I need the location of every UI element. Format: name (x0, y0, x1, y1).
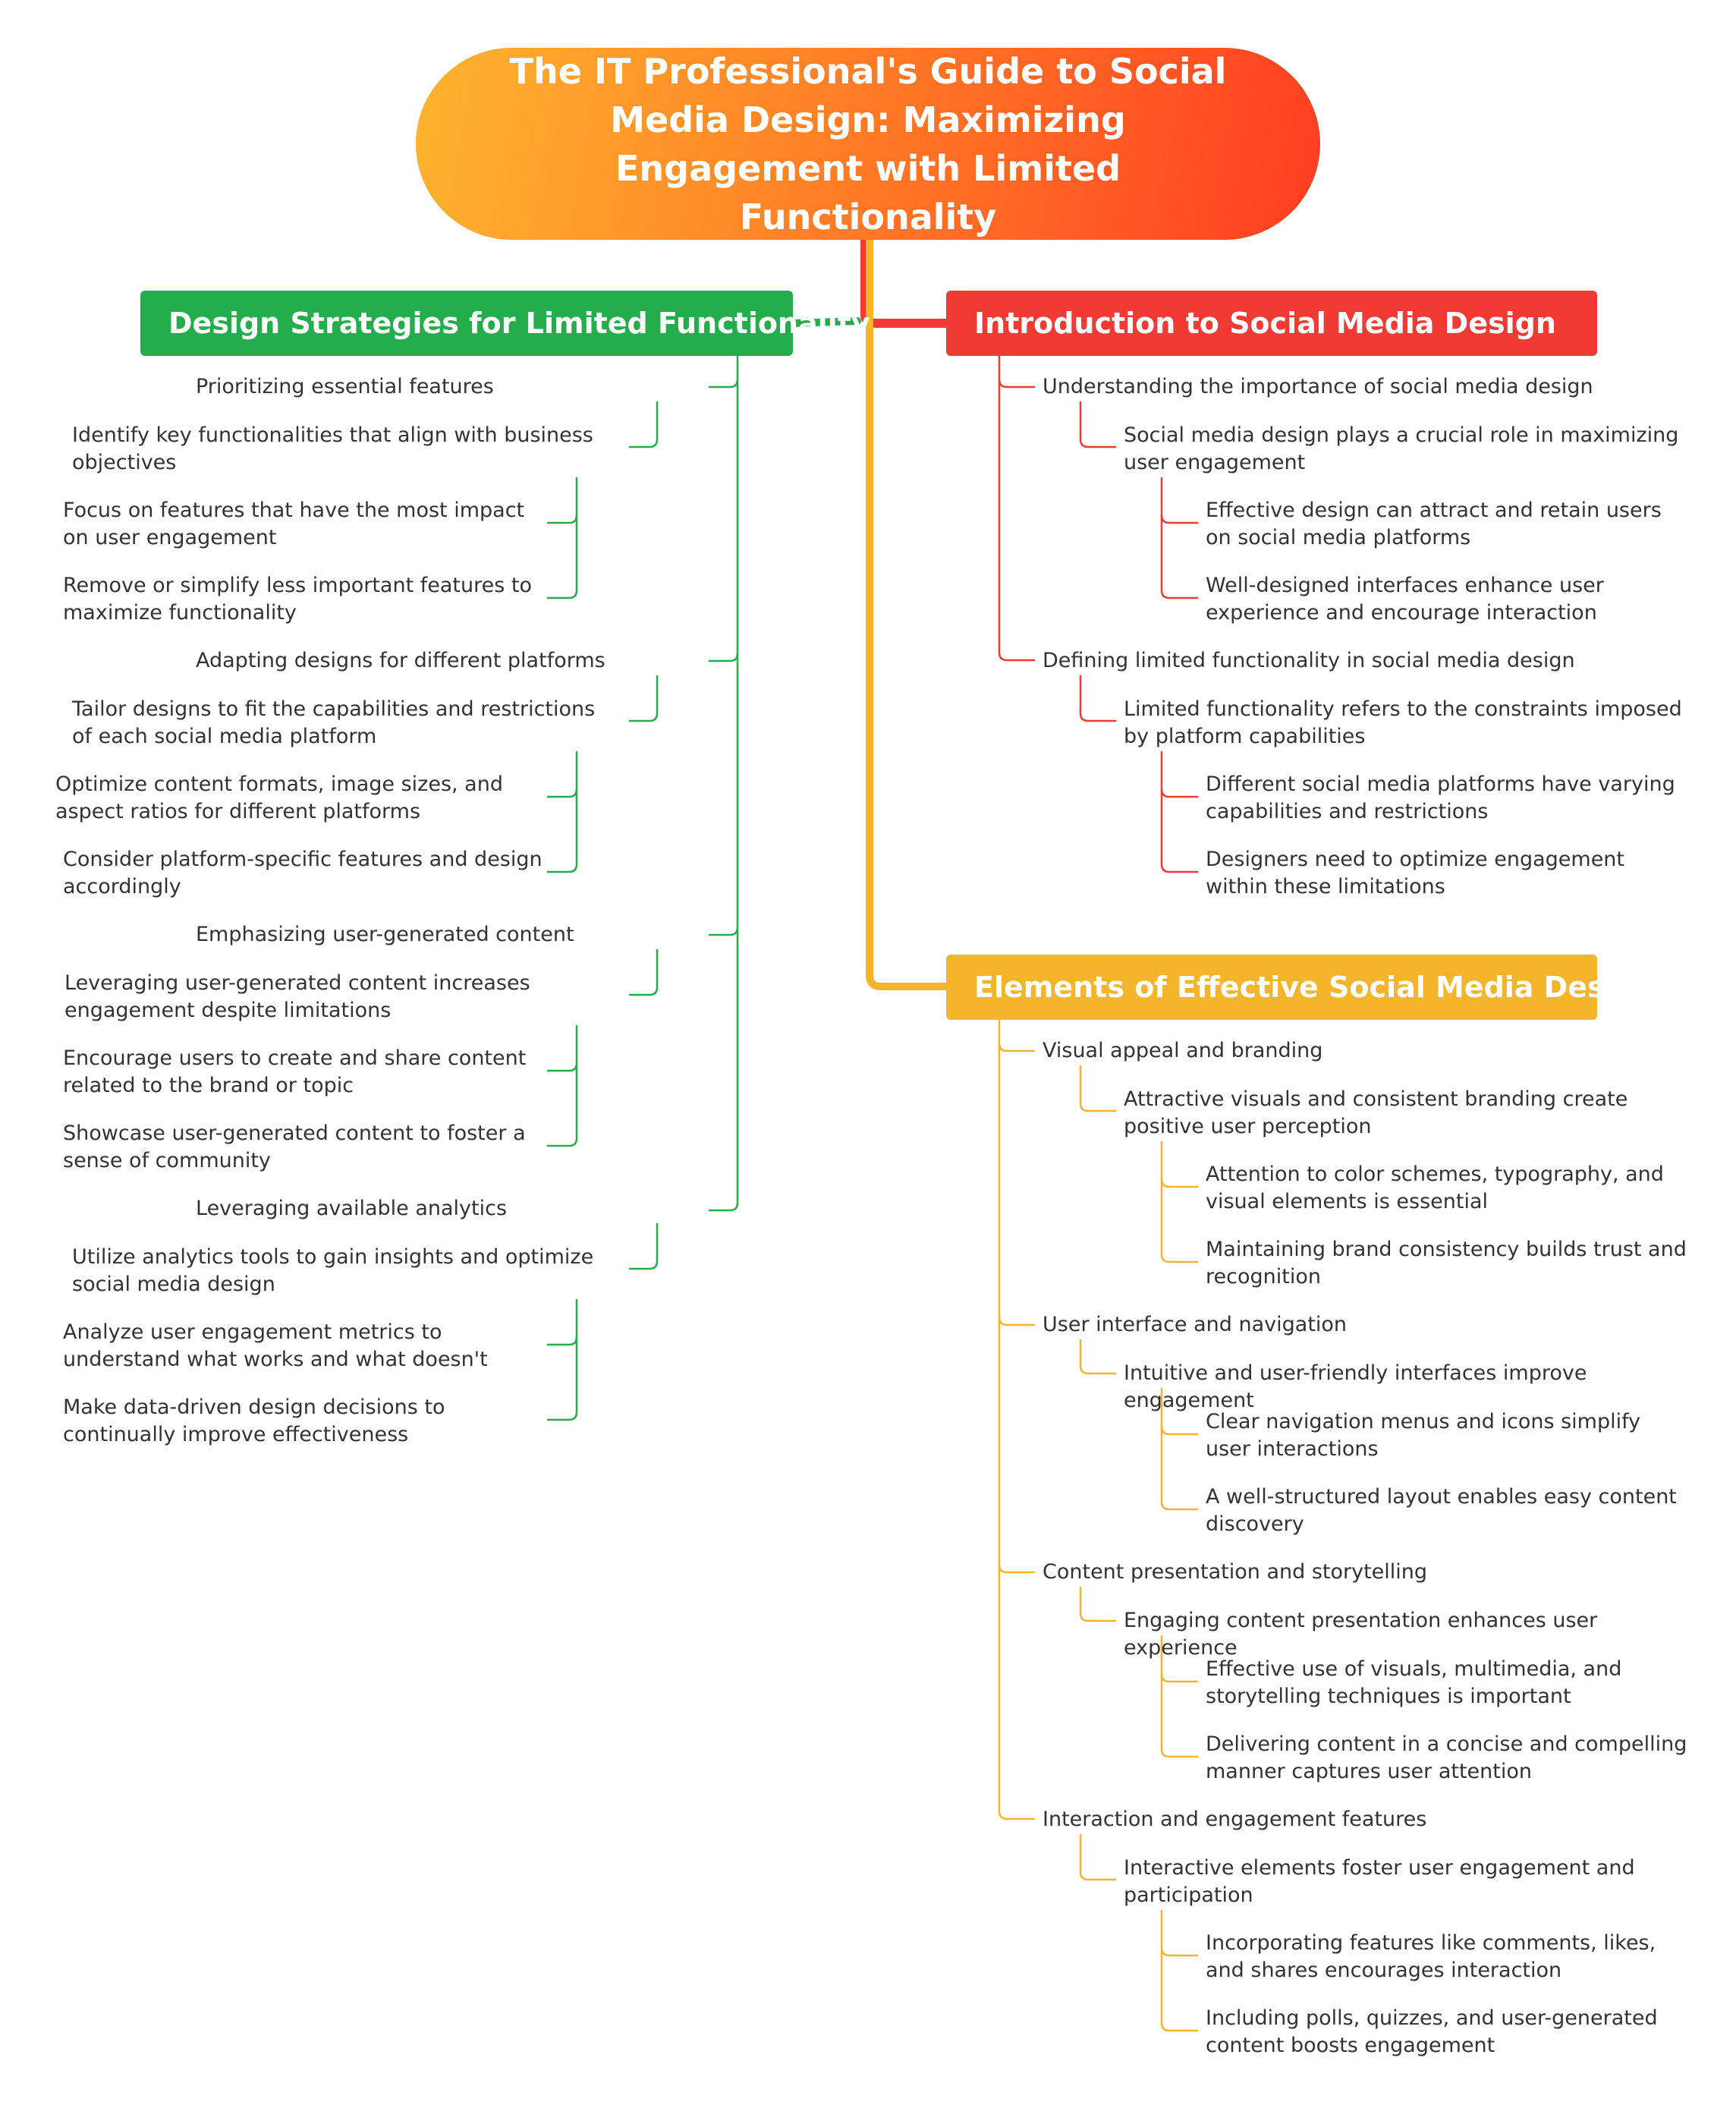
connector-elements-topic (998, 1042, 1036, 1052)
connector-elements-sub (1079, 1339, 1117, 1375)
subtopic-node[interactable]: Social media design plays a crucial role… (1124, 423, 1679, 474)
topic-node[interactable]: Visual appeal and branding (1043, 1039, 1323, 1062)
connector-elements-detail (1160, 1178, 1199, 1188)
connector-root-elements (866, 236, 950, 990)
connector-elements-topic (998, 1563, 1036, 1574)
detail-node[interactable]: Effective design can attract and retain … (1206, 499, 1662, 549)
detail-node[interactable]: Different social media platforms have va… (1206, 772, 1675, 823)
detail-node[interactable]: Make data-driven design decisions to con… (63, 1395, 445, 1446)
subtopic-node[interactable]: Engaging content presentation enhances u… (1124, 1609, 1598, 1660)
connector-intro-sub (1079, 675, 1117, 722)
connector-design-detail-trunk (546, 477, 578, 599)
connector-elements-detail (1160, 1425, 1199, 1436)
connector-intro-detail-trunk (1160, 477, 1199, 599)
connector-design-detail-trunk (546, 1024, 578, 1147)
connector-design-sub (628, 949, 659, 996)
connector-design-topic (708, 652, 739, 662)
connector-intro-topic (998, 378, 1036, 389)
topic-node[interactable]: User interface and navigation (1043, 1313, 1348, 1336)
branch-introduction-label: Introduction to Social Media Design (974, 307, 1556, 340)
detail-node[interactable]: Delivering content in a concise and comp… (1206, 1732, 1687, 1783)
connector-elements-topic (998, 1316, 1036, 1326)
detail-node[interactable]: Including polls, quizzes, and user-gener… (1206, 2006, 1658, 2057)
connector-design-detail-trunk (546, 750, 578, 873)
connector-intro-sub (1079, 401, 1117, 448)
connector-design-detail (546, 1336, 578, 1346)
connector-design-trunk (708, 354, 739, 1212)
connector-design-sub (628, 675, 659, 722)
subtopic-node[interactable]: Interactive elements foster user engagem… (1124, 1856, 1635, 1907)
branch-elements[interactable]: Elements of Effective Social Media Desig… (946, 955, 1656, 1020)
topic-node[interactable]: Understanding the importance of social m… (1043, 375, 1593, 398)
connector-elements-detail-trunk (1160, 1635, 1199, 1758)
connector-intro-detail-trunk (1160, 750, 1199, 873)
subtopic-node[interactable]: Leveraging user-generated content increa… (64, 971, 530, 1022)
detail-node[interactable]: Maintaining brand consistency builds tru… (1206, 1238, 1687, 1288)
connector-intro-detail (1160, 514, 1199, 524)
connector-elements-sub (1079, 1586, 1117, 1622)
detail-node[interactable]: Effective use of visuals, multimedia, an… (1206, 1657, 1622, 1708)
connector-root-intro (860, 235, 951, 328)
detail-node[interactable]: Consider platform-specific features and … (63, 848, 542, 898)
branch-introduction[interactable]: Introduction to Social Media Design (946, 291, 1597, 356)
connector-design-sub (628, 1222, 659, 1270)
connector-elements-sub (1079, 1065, 1117, 1112)
topic-node[interactable]: Emphasizing user-generated content (196, 923, 574, 946)
detail-node[interactable]: Remove or simplify less important featur… (63, 574, 532, 625)
root-topic[interactable]: The IT Professional's Guide to Social Me… (416, 48, 1320, 240)
connector-elements-sub (1079, 1833, 1117, 1881)
subtopic-node[interactable]: Tailor designs to fit the capabilities a… (72, 697, 596, 748)
branch-design-strategies-label: Design Strategies for Limited Functional… (168, 307, 870, 340)
topic-node[interactable]: Leveraging available analytics (196, 1197, 508, 1220)
topic-node[interactable]: Prioritizing essential features (196, 375, 494, 398)
detail-node[interactable]: Focus on features that have the most imp… (63, 499, 525, 549)
detail-node[interactable]: Attention to color schemes, typography, … (1206, 1163, 1664, 1213)
connector-design-detail (546, 788, 578, 798)
connector-elements-detail (1160, 1946, 1199, 1957)
detail-node[interactable]: Optimize content formats, image sizes, a… (55, 772, 503, 823)
topic-node[interactable]: Interaction and engagement features (1043, 1808, 1427, 1831)
connector-intro-detail (1160, 788, 1199, 798)
connector-design-detail (546, 514, 578, 524)
subtopic-node[interactable]: Intuitive and user-friendly interfaces i… (1124, 1361, 1587, 1412)
connector-elements-trunk (998, 1018, 1036, 1820)
connector-elements-detail-trunk (1160, 1387, 1199, 1511)
topic-node[interactable]: Content presentation and storytelling (1043, 1560, 1428, 1584)
connector-design-topic (708, 926, 739, 936)
branch-elements-label: Elements of Effective Social Media Desig… (974, 971, 1656, 1004)
connector-design-topic (708, 378, 739, 389)
detail-node[interactable]: Well-designed interfaces enhance user ex… (1206, 574, 1604, 625)
detail-node[interactable]: A well-structured layout enables easy co… (1206, 1485, 1677, 1536)
connector-design-sub (628, 401, 659, 448)
detail-node[interactable]: Incorporating features like comments, li… (1206, 1931, 1656, 1982)
subtopic-node[interactable]: Limited functionality refers to the cons… (1124, 697, 1682, 748)
detail-node[interactable]: Encourage users to create and share cont… (63, 1046, 527, 1097)
subtopic-node[interactable]: Utilize analytics tools to gain insights… (72, 1245, 594, 1296)
detail-node[interactable]: Analyze user engagement metrics to under… (63, 1320, 488, 1371)
connector-design-detail-trunk (546, 1298, 578, 1421)
topic-node[interactable]: Defining limited functionality in social… (1043, 649, 1575, 672)
connector-elements-detail-trunk (1160, 1141, 1199, 1263)
subtopic-node[interactable]: Identify key functionalities that align … (72, 423, 593, 474)
detail-node[interactable]: Clear navigation menus and icons simplif… (1206, 1410, 1641, 1461)
connector-elements-detail-trunk (1160, 1909, 1199, 2032)
connector-intro-trunk (998, 354, 1036, 662)
topic-node[interactable]: Adapting designs for different platforms (196, 649, 605, 672)
connector-elements-detail (1160, 1672, 1199, 1683)
root-title: The IT Professional's Guide to Social Me… (509, 50, 1227, 238)
subtopic-node[interactable]: Attractive visuals and consistent brandi… (1124, 1087, 1628, 1138)
connector-root-design (789, 317, 861, 327)
connector-design-detail (546, 1062, 578, 1072)
branch-design-strategies[interactable]: Design Strategies for Limited Functional… (140, 291, 870, 356)
detail-node[interactable]: Designers need to optimize engagement wi… (1206, 848, 1625, 898)
detail-node[interactable]: Showcase user-generated content to foste… (63, 1122, 526, 1172)
